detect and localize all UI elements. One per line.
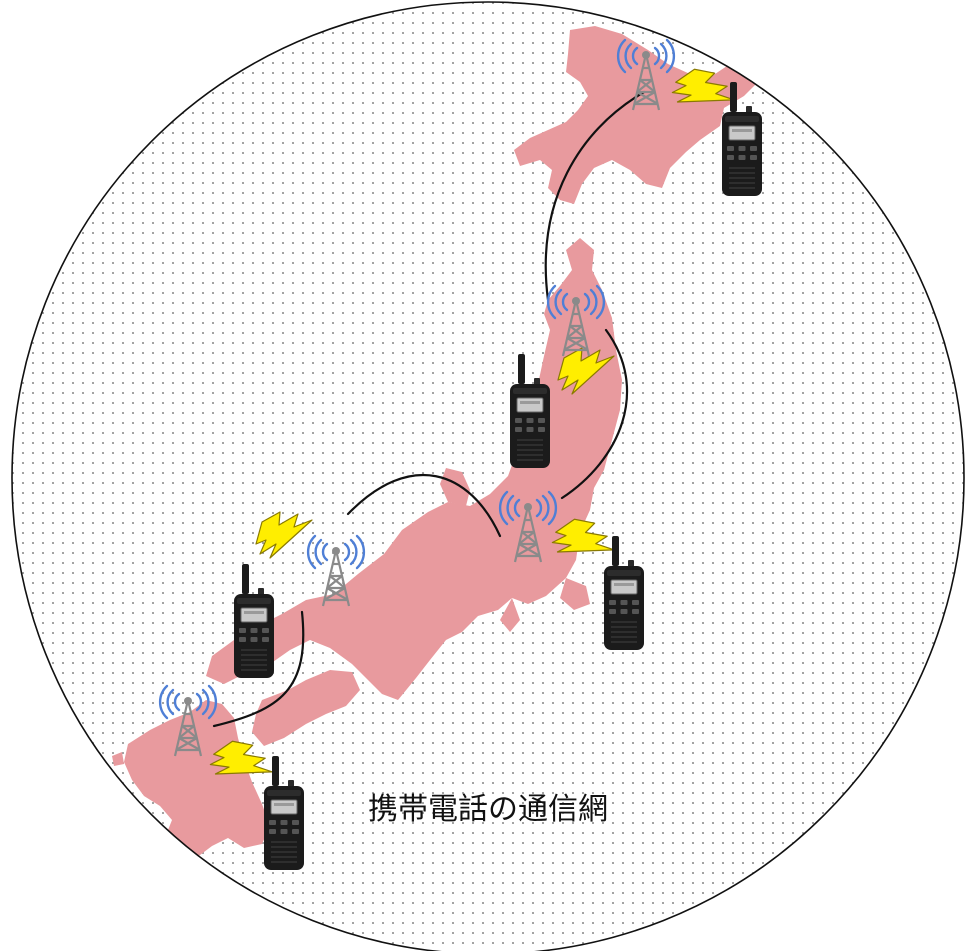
island-awaji xyxy=(354,646,370,668)
globe-background xyxy=(12,2,964,951)
island-kyushu xyxy=(124,700,270,858)
link-tohoku-kanto xyxy=(560,328,629,500)
island-goto xyxy=(112,752,124,766)
diagram-caption: 携帯電話の通信網 xyxy=(368,792,608,827)
peninsula-izu xyxy=(500,598,520,632)
link-kansai-kyushu xyxy=(212,610,305,728)
link-hokkaido-tohoku xyxy=(544,90,646,302)
island-shikoku xyxy=(252,670,360,746)
globe-outline xyxy=(11,1,965,951)
link-kanto-kansai xyxy=(346,473,502,538)
peninsula-noto xyxy=(440,468,470,506)
peninsula-boso xyxy=(560,578,590,610)
network-links xyxy=(212,90,646,728)
island-honshu xyxy=(206,238,622,700)
